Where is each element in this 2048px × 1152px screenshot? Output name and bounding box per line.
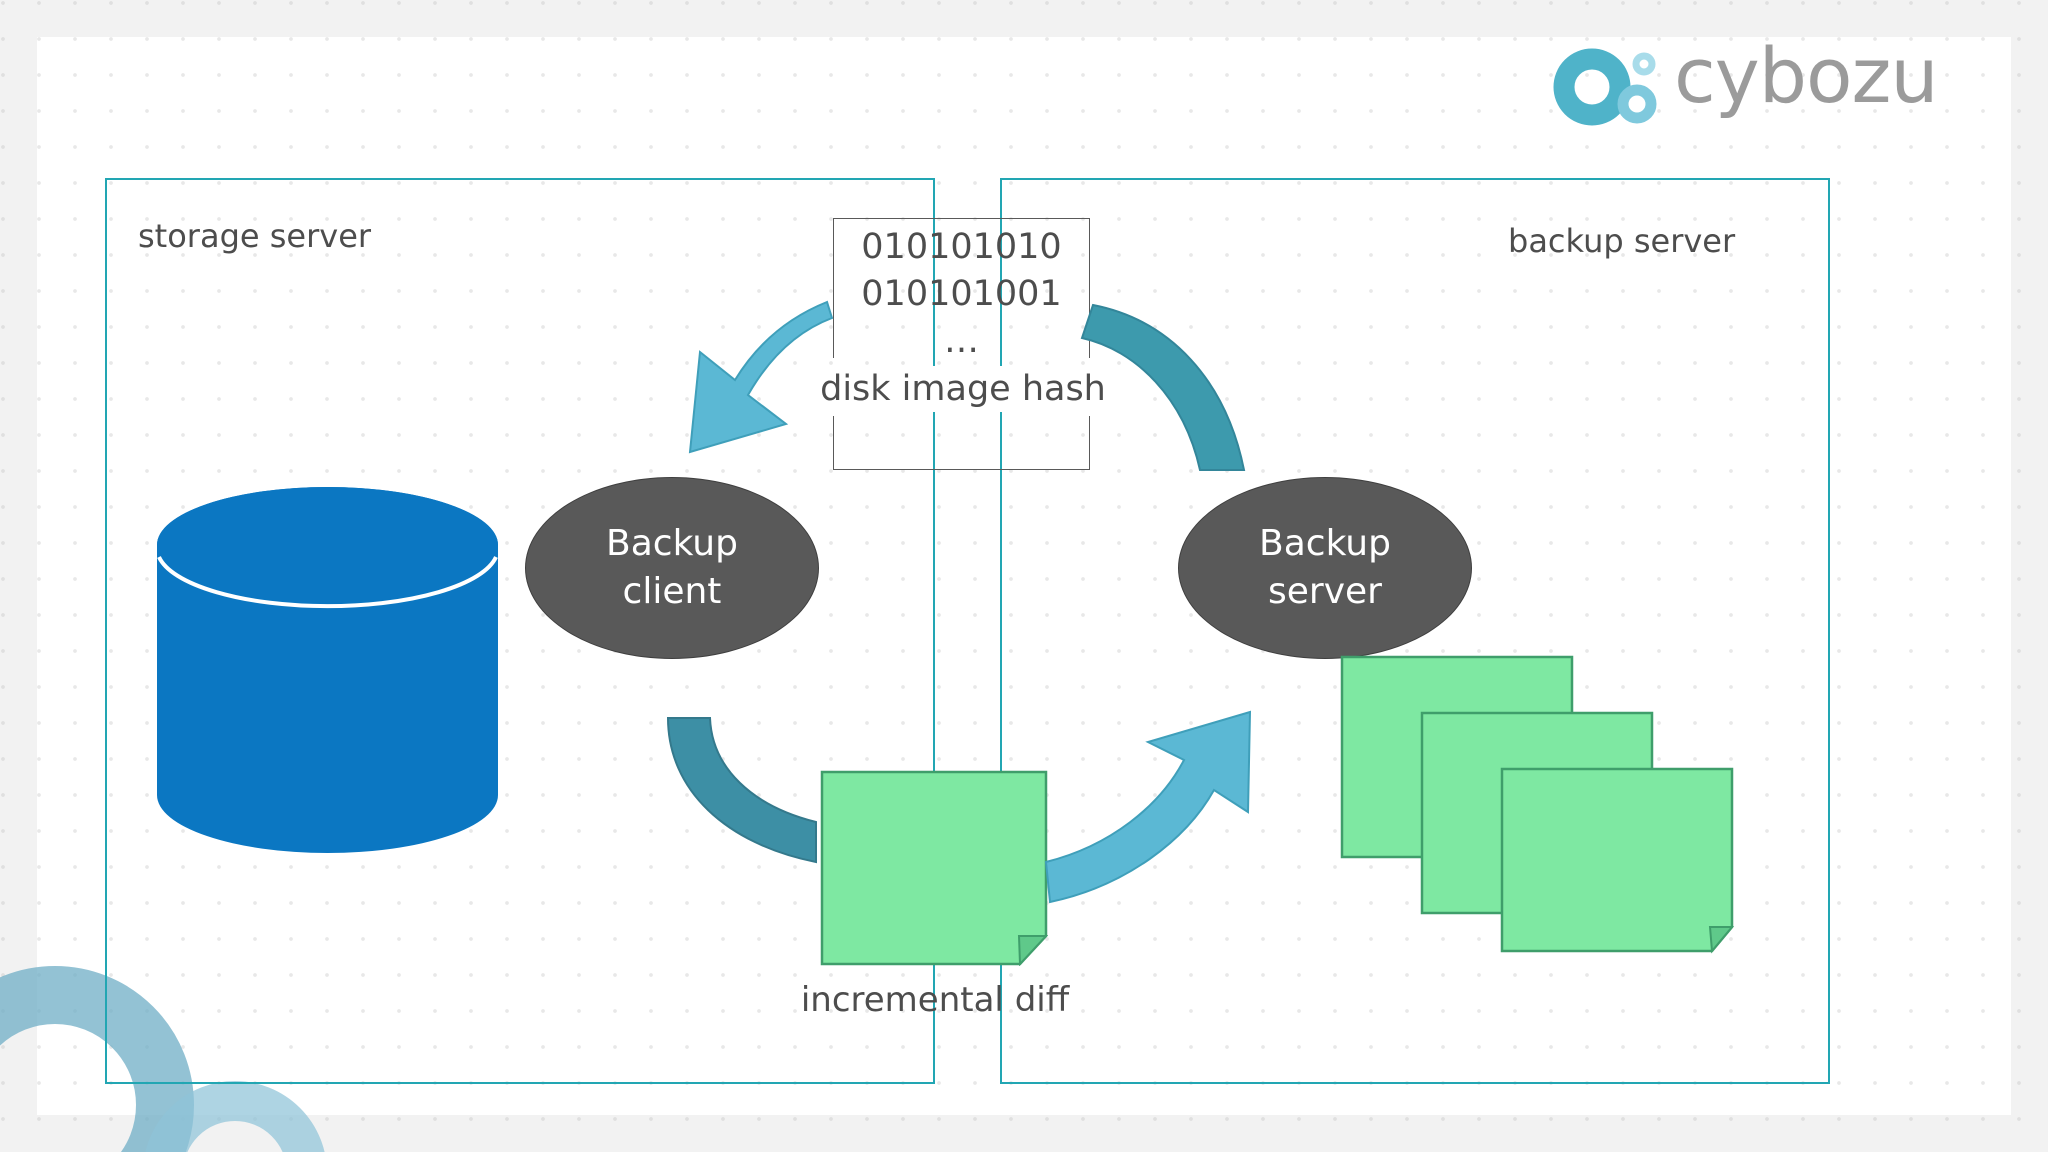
panel-backup-server xyxy=(1000,178,1830,1084)
node-backup-server[interactable]: Backup server xyxy=(1178,477,1472,659)
panel-storage-server xyxy=(105,178,935,1084)
hash-value-lines: 010101010 010101001 … xyxy=(833,224,1090,365)
panel-backup-server-label: backup server xyxy=(1508,222,1736,260)
hash-box-frame-top xyxy=(833,218,1090,358)
incremental-diff-label: incremental diff xyxy=(800,980,1070,1020)
node-backup-server-line1: Backup xyxy=(1259,523,1391,564)
hash-line-1: 010101010 xyxy=(861,227,1062,267)
node-backup-client[interactable]: Backup client xyxy=(525,477,819,659)
node-backup-server-line2: server xyxy=(1268,571,1382,612)
hash-line-2: 010101001 xyxy=(861,274,1062,314)
node-backup-client-line2: client xyxy=(622,571,722,612)
stacked-doc-3 xyxy=(1500,767,1734,953)
panel-storage-server-label: storage server xyxy=(138,217,372,255)
cybozu-wordmark: cybozu xyxy=(1674,31,1939,120)
backup-document-stack-icon xyxy=(1340,655,1735,954)
cybozu-logo-icon xyxy=(1553,48,1657,126)
hash-box-frame-bottom xyxy=(833,416,1090,470)
database-cylinder-icon xyxy=(157,487,498,853)
cybozu-logo: cybozu xyxy=(1552,31,1939,126)
incremental-diff-document-icon xyxy=(820,770,1048,966)
disk-image-hash-label: disk image hash xyxy=(773,366,1153,412)
stacked-doc-3-fold xyxy=(1708,926,1735,954)
disk-image-hash-box: 010101010 010101001 … disk image hash xyxy=(773,218,1153,470)
hash-line-3: … xyxy=(944,321,979,361)
node-backup-client-line1: Backup xyxy=(606,523,738,564)
